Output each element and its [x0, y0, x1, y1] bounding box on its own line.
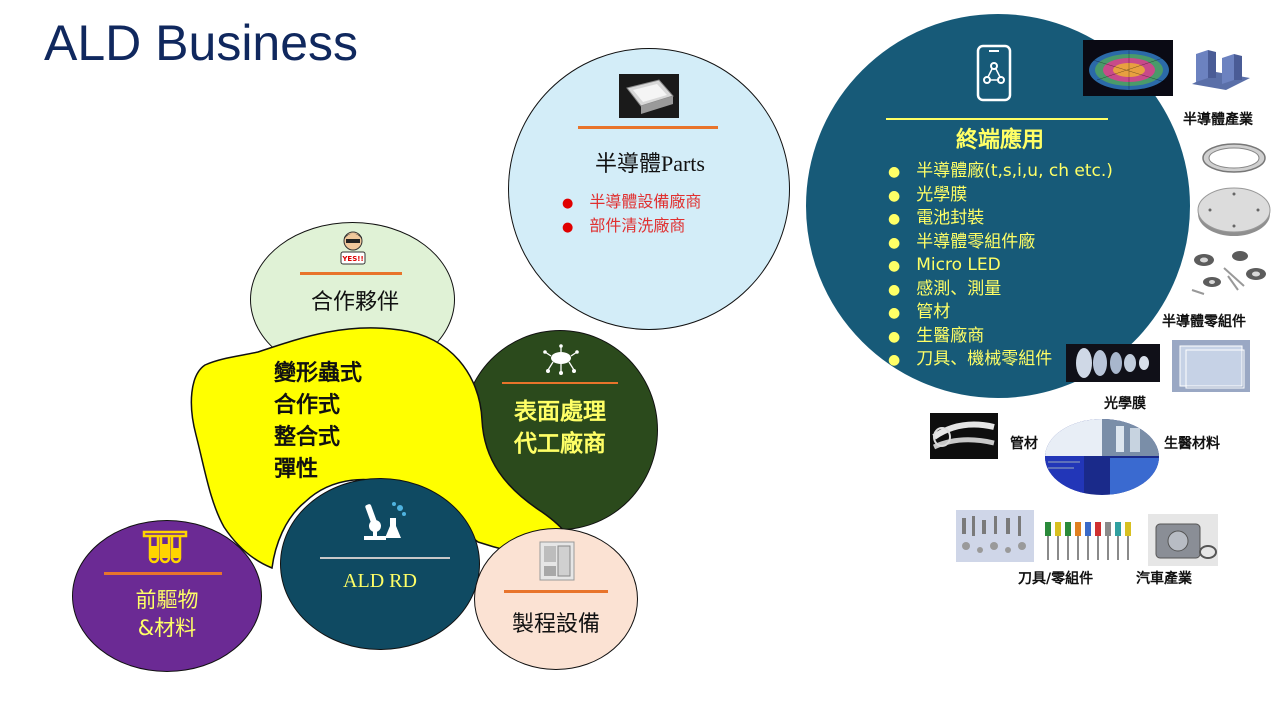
list-item: ●感測、測量 — [888, 278, 1002, 299]
end-use-divider — [886, 118, 1108, 120]
surface-label: 表面處理 代工廠商 — [514, 399, 606, 457]
precursor-label: 前驅物 &材料 — [135, 588, 199, 640]
test-tubes-icon — [142, 530, 188, 564]
semiconductor-part-photo — [1192, 50, 1250, 90]
page-title: ALD Business — [44, 15, 359, 71]
list-item: ●管材 — [888, 302, 951, 322]
list-item: ●半導體零組件廠 — [888, 231, 1036, 252]
list-item: ●Micro LED — [888, 255, 1001, 275]
partner-label: 合作夥伴 — [310, 290, 399, 315]
precursor-divider — [104, 572, 222, 575]
svg-text:YES!!: YES!! — [341, 255, 363, 263]
list-item: ●電池封裝 — [888, 208, 985, 228]
microscope-lab-icon — [364, 502, 406, 540]
film-plates-photo — [1172, 340, 1250, 392]
list-item: ●半導體設備廠商 — [562, 192, 702, 211]
biomedical-photo — [1045, 419, 1159, 495]
smartphone-share-icon — [976, 44, 1012, 102]
biomedical-caption: 生醫材料 — [1164, 436, 1220, 452]
cloud-network-icon — [543, 344, 579, 375]
wafer-photo — [1083, 40, 1173, 96]
tubing-photo — [930, 413, 998, 459]
optical-film-caption: 光學膜 — [1104, 396, 1146, 412]
semiconductor-industry-caption: 半導體產業 — [1183, 112, 1253, 128]
list-item: ●生醫廠商 — [888, 325, 985, 346]
automotive-part-photo — [1148, 514, 1218, 566]
automotive-caption: 汽車產業 — [1136, 571, 1192, 587]
business-model-text: 變形蟲式 合作式 整合式 彈性 — [274, 361, 363, 482]
ald-rd-circle — [280, 478, 480, 650]
list-item: ●光學膜 — [888, 184, 968, 205]
end-use-list: ●半導體廠(t,s,i,u, ch etc.) ●光學膜 ●電池封裝 ●半導體零… — [888, 160, 1113, 372]
end-use-title: 終端應用 — [955, 128, 1044, 153]
chip-photo-icon — [619, 74, 679, 118]
equipment-label: 製程設備 — [511, 612, 600, 637]
disk-part-photo — [1197, 187, 1271, 236]
list-item: ●刀具、機械零組件 — [888, 349, 1053, 369]
tools-caption: 刀具/零組件 — [1018, 571, 1094, 587]
small-parts-photo — [956, 510, 1034, 562]
list-item: ●半導體廠(t,s,i,u, ch etc.) — [888, 161, 1113, 181]
partner-divider — [300, 272, 402, 275]
parts-list: ●半導體設備廠商 ●部件清洗廠商 — [562, 191, 701, 239]
ald-rd-label: ALD RD — [343, 570, 417, 592]
drill-bits-photo — [1045, 522, 1131, 560]
assorted-parts-photo — [1191, 251, 1266, 295]
tubing-caption: 管材 — [1010, 436, 1038, 452]
semiconductor-parts-caption: 半導體零組件 — [1162, 314, 1246, 330]
ald-rd-divider — [320, 557, 450, 559]
equipment-divider — [504, 590, 608, 593]
lens-photo — [1066, 344, 1160, 382]
yes-person-icon: YES!! — [340, 231, 366, 265]
surface-divider — [502, 382, 618, 384]
list-item: ●部件清洗廠商 — [562, 216, 686, 235]
ring-part-photo — [1202, 143, 1266, 173]
parts-title: 半導體Parts — [594, 151, 705, 176]
machine-photo-icon — [539, 541, 575, 581]
parts-divider — [578, 126, 718, 129]
